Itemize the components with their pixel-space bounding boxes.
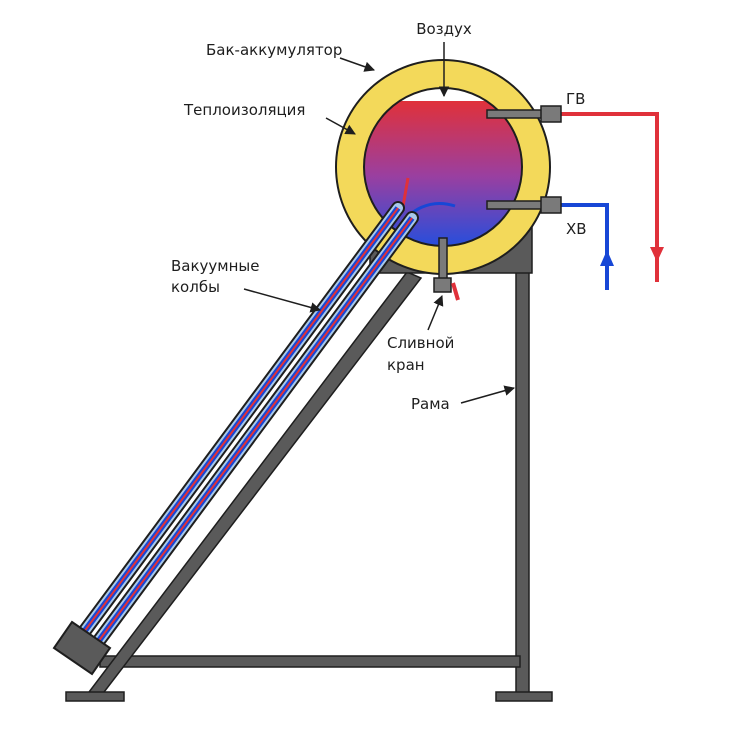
leader-drain-valve <box>427 295 444 331</box>
vacuum-tube-1 <box>71 201 405 647</box>
drain-valve <box>433 237 460 301</box>
pipe-fittings <box>486 105 562 214</box>
leader-frame <box>460 385 516 404</box>
frame <box>65 222 553 702</box>
cold-water-arrow-icon <box>600 250 614 266</box>
label-storage-tank: Бак-аккумулятор <box>206 41 342 59</box>
leader-vacuum-tubes <box>243 288 322 313</box>
hot-outlet-pipe <box>486 109 544 119</box>
hot-water-arrow-icon <box>650 247 664 262</box>
drain-valve-handle <box>451 282 460 301</box>
cold-inlet-nut <box>540 196 562 214</box>
frame-right-leg <box>515 267 530 697</box>
leader-insulation <box>325 117 356 135</box>
label-vacuum-tubes-line2: колбы <box>171 278 220 296</box>
label-vacuum-tubes-line1: Вакуумные <box>171 257 260 275</box>
cold-water-pipe <box>560 203 614 290</box>
label-air: Воздух <box>416 20 472 38</box>
label-leader-lines <box>243 42 516 404</box>
leader-storage-tank <box>339 57 375 72</box>
label-insulation: Теплоизоляция <box>183 101 305 119</box>
drain-valve-body <box>433 277 452 293</box>
frame-diagonal-strut <box>84 271 423 697</box>
cold-inlet-pipe <box>486 200 544 210</box>
label-frame: Рама <box>411 395 450 413</box>
vacuum-tube-2 <box>85 211 419 657</box>
hot-water-pipe <box>560 112 664 282</box>
labels: Воздух Бак-аккумулятор Теплоизоляция ГВ … <box>171 20 587 413</box>
hot-outlet-nut <box>540 105 562 123</box>
label-hot-water: ГВ <box>566 90 585 108</box>
label-drain-valve-line1: Сливной <box>387 334 454 352</box>
drain-pipe <box>438 237 448 281</box>
frame-right-foot <box>495 691 553 702</box>
tube-end-cap <box>52 620 112 676</box>
frame-crossbar <box>99 655 521 668</box>
label-cold-water: ХВ <box>566 220 587 238</box>
frame-left-foot <box>65 691 125 702</box>
label-drain-valve-line2: кран <box>387 356 425 374</box>
